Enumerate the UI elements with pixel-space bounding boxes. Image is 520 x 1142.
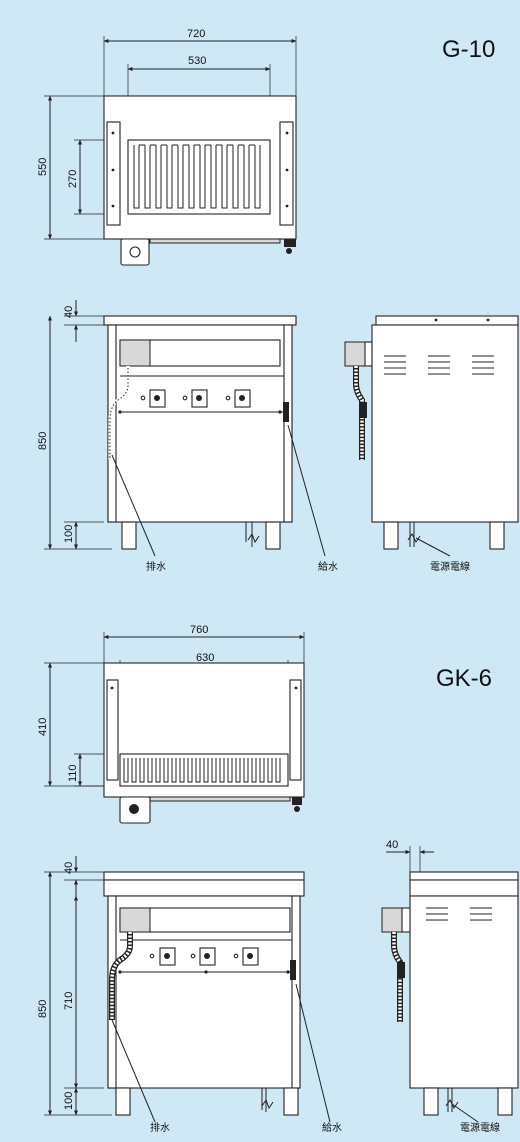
label-gk6-drain: 排水	[150, 1121, 170, 1134]
dim-gk6-width-inner: 630	[196, 652, 214, 664]
label-gk6-water-supply: 給水	[322, 1121, 342, 1134]
gk6-side-view: 40 電源電線	[381, 839, 519, 1134]
dim-gk6-height: 850	[37, 1000, 49, 1018]
dim-g10-leg-height: 100	[63, 525, 75, 543]
g10-side-view: 電源電線	[344, 315, 519, 573]
dim-g10-height: 850	[37, 432, 49, 450]
gk6-grill-elements	[123, 758, 281, 783]
model-name-gk6: GK-6	[436, 665, 492, 692]
model-name-g10: G-10	[442, 36, 495, 63]
dim-g10-depth: 550	[37, 158, 49, 176]
g10-front-view: 40 850 100 排水 給水	[37, 300, 338, 573]
g10-top-view: G-10 720 530 550 270	[37, 28, 495, 266]
dim-gk6-grill-depth: 110	[67, 764, 79, 782]
gk6-front-view: 40 850 710 100 排水 給水	[37, 856, 342, 1134]
g10-grill-elements	[133, 144, 261, 209]
label-g10-drain: 排水	[146, 560, 166, 573]
dim-gk6-side-offset: 40	[386, 839, 398, 851]
label-g10-water-supply: 給水	[318, 560, 338, 573]
dim-g10-width-inner: 530	[188, 55, 206, 67]
dim-g10-top-thickness: 40	[63, 306, 75, 318]
label-gk6-power-cord: 電源電線	[460, 1121, 500, 1134]
dim-gk6-leg-height: 100	[63, 1092, 75, 1110]
dim-g10-grill-depth: 270	[67, 170, 79, 188]
dim-gk6-top-thickness: 40	[63, 862, 75, 874]
dim-gk6-width-outer: 760	[190, 624, 208, 636]
dim-gk6-body-height: 710	[63, 992, 75, 1010]
dim-g10-width-outer: 720	[187, 28, 205, 40]
label-g10-power-cord: 電源電線	[430, 560, 470, 573]
dim-gk6-depth: 410	[37, 718, 49, 736]
gk6-top-view: GK-6 760 630 410 110	[37, 624, 492, 824]
